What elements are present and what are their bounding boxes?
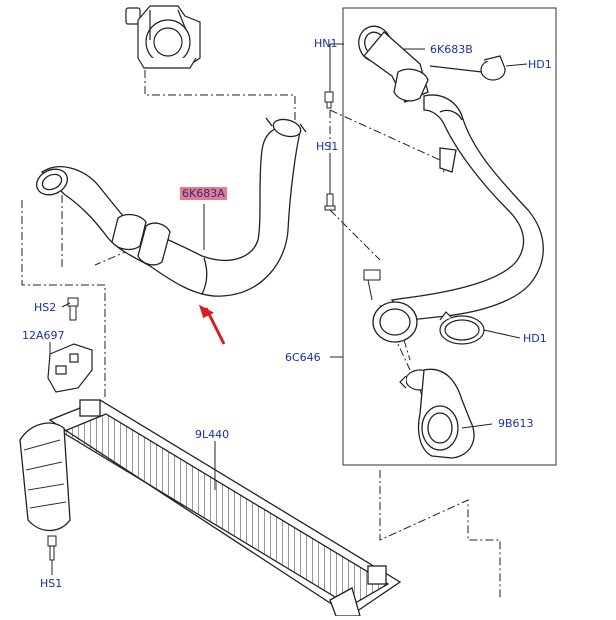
throttle-body [125, 5, 201, 69]
callout-6k683a: 6K683A [180, 187, 227, 200]
callout-hs2: HS2 [34, 301, 57, 314]
callout-hs1-bottom: HS1 [40, 577, 63, 590]
intercooler-9l440 [19, 399, 402, 617]
callout-6c646: 6C646 [285, 351, 321, 364]
bolt-hn1 [324, 91, 334, 109]
clamp-hd1-top [429, 55, 506, 81]
callout-hd1-mid: HD1 [523, 332, 547, 345]
callout-12a697: 12A697 [22, 329, 65, 342]
hose-6k683a [35, 117, 307, 297]
callout-leaders [49, 43, 528, 575]
sensor-hs2 [67, 297, 79, 321]
assembly-frame [342, 7, 557, 466]
callout-9l440: 9L440 [195, 428, 230, 441]
pipe-6c646 [372, 94, 544, 343]
bolt-hs1-bottom [47, 535, 57, 561]
callout-hn1: HN1 [314, 37, 338, 50]
bracket-12a697 [47, 343, 93, 393]
callout-9b613: 9B613 [498, 417, 534, 430]
indicator-arrow [198, 304, 226, 345]
bolt-hs1-top [324, 193, 336, 211]
hose-9b613 [417, 368, 475, 459]
callout-hs1-top: HS1 [316, 140, 339, 153]
callout-6k683b: 6K683B [430, 43, 473, 56]
clamp-hd1-mid [439, 311, 485, 345]
callout-hd1-top: HD1 [528, 58, 552, 71]
hose-6k683b [358, 25, 429, 103]
sensor-connector [363, 269, 381, 301]
